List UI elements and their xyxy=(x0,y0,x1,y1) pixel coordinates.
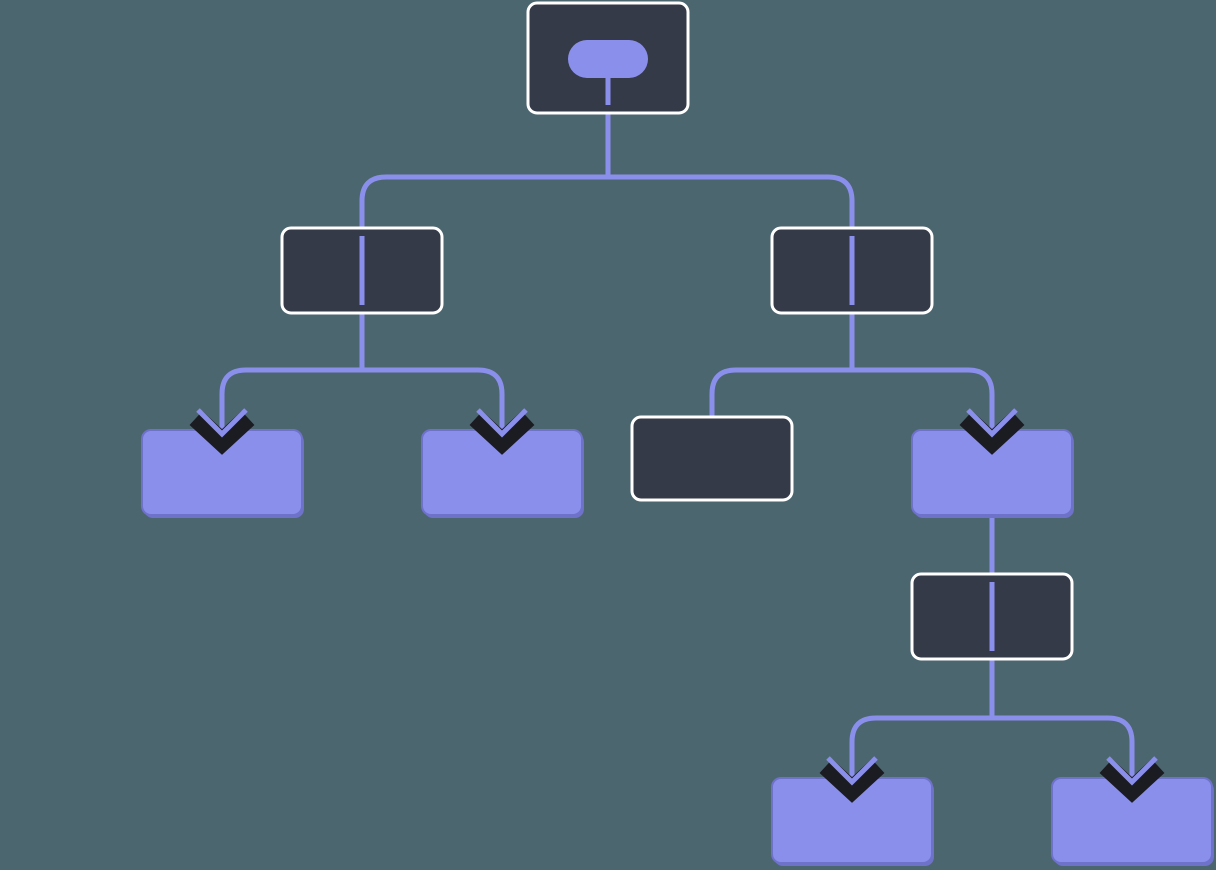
arrowhead-black-chevron xyxy=(819,759,885,803)
tree-edge xyxy=(219,313,365,430)
edge-arrowhead-icon xyxy=(189,408,255,455)
edge-layer xyxy=(219,113,1135,778)
tree-node-leaf[interactable] xyxy=(141,429,304,518)
edge-arrowhead-icon xyxy=(959,408,1025,455)
arrowhead-black-chevron xyxy=(469,411,535,455)
through-line-layer xyxy=(359,236,995,651)
root-pill-stem xyxy=(605,78,611,105)
arrowhead-purple-chevron xyxy=(476,408,528,438)
arrowhead-purple-chevron xyxy=(966,408,1018,438)
tree-edge xyxy=(359,313,505,430)
branch-node-body[interactable] xyxy=(630,415,794,502)
tree-node-leaf[interactable] xyxy=(1051,777,1214,866)
tree-node-branch[interactable] xyxy=(526,1,690,115)
tree-node-leaf[interactable] xyxy=(771,777,934,866)
node-through-line xyxy=(849,236,855,305)
tree-node-leaf[interactable] xyxy=(911,429,1074,518)
arrowhead-black-chevron xyxy=(959,411,1025,455)
tree-node-leaf[interactable] xyxy=(421,429,584,518)
root-pill-indicator[interactable] xyxy=(568,40,648,78)
edge-arrowhead-icon xyxy=(469,408,535,455)
arrowhead-purple-chevron xyxy=(196,408,248,438)
tree-edge xyxy=(849,313,995,430)
tree-edge xyxy=(709,313,855,417)
node-through-line xyxy=(359,236,365,305)
arrowhead-black-chevron xyxy=(189,411,255,455)
tree-edge xyxy=(989,659,1135,778)
tree-edge xyxy=(849,659,995,778)
arrowhead-layer xyxy=(189,408,1165,803)
arrowhead-purple-chevron xyxy=(826,756,878,786)
tree-node-branch[interactable] xyxy=(630,415,794,502)
node-layer xyxy=(141,1,1214,866)
arrowhead-black-chevron xyxy=(1099,759,1165,803)
arrowhead-purple-chevron xyxy=(1106,756,1158,786)
edge-arrowhead-icon xyxy=(819,756,885,803)
edge-arrowhead-icon xyxy=(1099,756,1165,803)
node-through-line xyxy=(989,582,995,651)
tree-edge xyxy=(605,113,855,228)
